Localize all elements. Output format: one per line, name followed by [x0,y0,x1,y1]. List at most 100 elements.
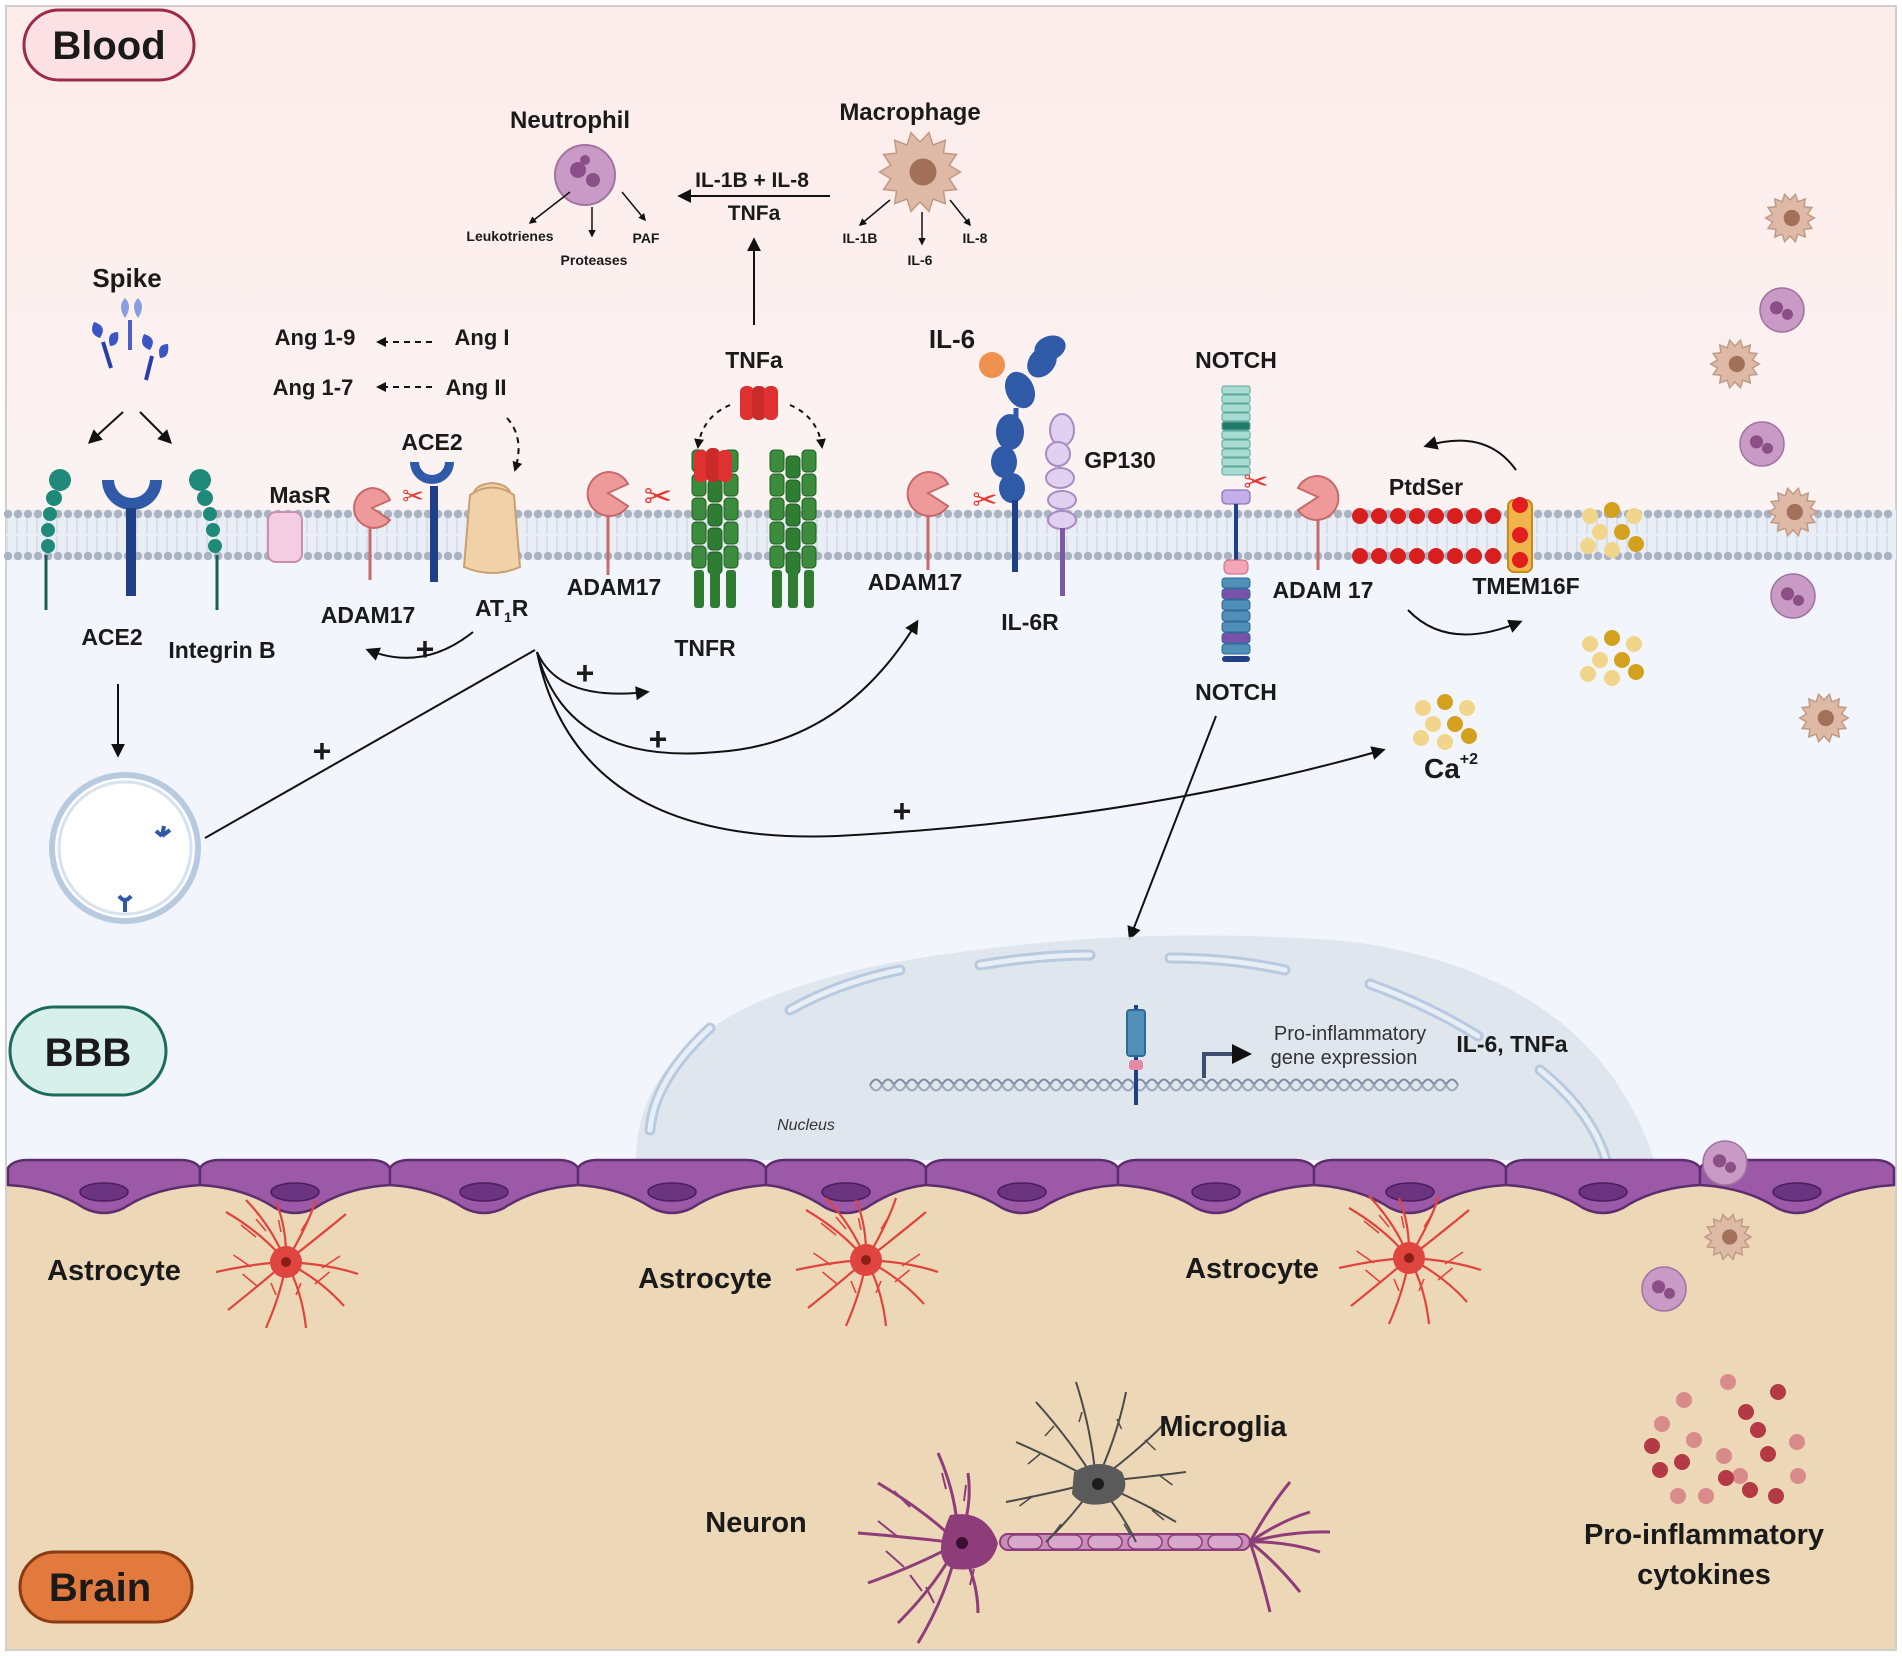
gold-cluster-2 [1580,630,1644,686]
circ-neutrophil-1 [1759,287,1805,333]
astrocyte-3-label: Astrocyte [1185,1253,1319,1285]
angII-to-at1r-arrow [506,417,523,472]
astrocyte-2-label: Astrocyte [638,1263,772,1295]
microglia-cell [1005,1381,1187,1543]
paf-label: PAF [633,230,660,246]
circ-macrophage-3 [1767,486,1819,538]
tnfr-label: TNFR [674,635,736,661]
integrin-right-receptor [189,469,222,610]
adam17-1-enzyme [353,486,392,580]
notch-bottom-label: NOTCH [1195,679,1277,705]
cytokine-dots [1644,1374,1806,1504]
gold-cluster-3 [1413,694,1477,750]
nucleus-label: Nucleus [777,1117,835,1134]
masr-receptor [267,511,303,563]
astrocyte-1-label: Astrocyte [47,1255,181,1287]
ptdser-label: PtdSer [1389,474,1463,500]
ace2-membrane-receptor [410,462,454,582]
at1r-body [462,486,522,574]
angI-label: Ang I [455,325,510,350]
notch-icd-icon [1126,1005,1146,1105]
ptdser-flip-arrow [1423,436,1517,471]
ace2-membrane-label: ACE2 [401,429,462,455]
astrocyte-1-cell [215,1199,359,1329]
angII-label: Ang II [445,375,506,400]
spike-arrow-left [87,411,124,444]
frame [5,5,1897,1651]
circ-macrophage-4 [1798,692,1850,744]
circ-macrophage-2 [1709,338,1761,390]
tmem16f-channel [1507,497,1533,573]
gene-expression-arrow [1202,1044,1252,1078]
bbb-pill: BBB [8,1005,168,1097]
neutrophil-cell [554,144,616,206]
adam-to-tmem-arrow [1407,609,1523,636]
tnfr-right-receptor [769,449,817,608]
tnfa-trimer-icon [740,386,778,420]
blood-region [6,6,1896,526]
expr-line2: gene expression [1271,1047,1418,1069]
cytokine-arrow-top-label: IL-1B + IL-8 [695,169,809,192]
ang17-label: Ang 1-7 [273,375,354,400]
at1r-label: AT1R [475,595,529,625]
macrophage-cell [878,131,962,213]
scissors-icon-2: ✂ [644,478,673,516]
il6r-receptor [991,414,1025,572]
mac-il6-label: IL-6 [908,252,933,268]
tnfa-right-arrow [789,404,826,449]
circ-neutrophil-4 [1702,1140,1748,1186]
mac-il1b-label: IL-1B [843,230,878,246]
scissors-icon-1: ✂ [402,481,424,511]
circ-neutrophil-3 [1770,573,1816,619]
macrophage-arrow-1 [858,199,891,226]
microglia-label: Microglia [1159,1411,1287,1443]
mac-il8-label: IL-8 [963,230,988,246]
macrophage-body [878,131,962,213]
circ-neutrophil-2 [1739,421,1785,467]
integrin-label: Integrin B [168,637,275,663]
spike-protein-icon [92,298,169,381]
adam17-3-enzyme [906,470,950,570]
ace2-bottom-label: ACE2 [81,624,142,650]
pro-inflammatory-line2: cytokines [1637,1559,1771,1591]
endosome-to-at1r-line [204,649,536,839]
at1r-to-tnfr-arrow [536,651,650,701]
at1r-to-calcium-arrow [536,651,1386,838]
gp130-receptor [1045,413,1077,596]
macrophage-label: Macrophage [839,99,980,126]
cytokine-arrow-bottom-label: TNFa [728,202,781,225]
neutrophil-arrow-1 [528,191,571,224]
at1r-to-adam17-3-arrow [536,619,919,755]
ace2-receptor [102,480,162,596]
plus-sign-3: + [576,655,595,691]
expr-line1: Pro-inflammatory [1274,1023,1426,1045]
gold-cluster-1 [1580,502,1644,558]
circ-macrophage-1 [1764,192,1816,244]
notch-receptor [1221,385,1251,662]
bbb-label: BBB [45,1031,132,1075]
tnfa-top-label: TNFa [725,347,783,373]
neutrophil-arrow-3 [621,191,646,222]
brain-label: Brain [49,1566,151,1610]
tnfa-left-arrow [694,404,731,449]
adam17-3-label: ADAM17 [868,569,963,595]
circ-macrophage-5 [1703,1213,1753,1261]
brain-pill: Brain [18,1550,194,1624]
circulating-cells [1641,192,1850,1312]
neutrophil-label: Neutrophil [510,107,630,134]
il6r-label: IL-6R [1001,609,1059,635]
pro-inflammatory-line1: Pro-inflammatory [1584,1519,1824,1551]
plus-sign-4: + [649,721,668,757]
plus-sign-2: + [313,733,332,769]
notch-top-label: NOTCH [1195,347,1277,373]
blood-label: Blood [52,24,165,68]
tnfa-bound-icon [694,448,732,482]
scissors-icon-4: ✂ [1243,466,1268,499]
blood-pill: Blood [22,8,196,82]
masr-label: MasR [269,482,331,508]
dna-helix [869,1078,1459,1092]
il6-complex-icon [979,335,1066,420]
plus-sign-1: + [416,631,435,667]
